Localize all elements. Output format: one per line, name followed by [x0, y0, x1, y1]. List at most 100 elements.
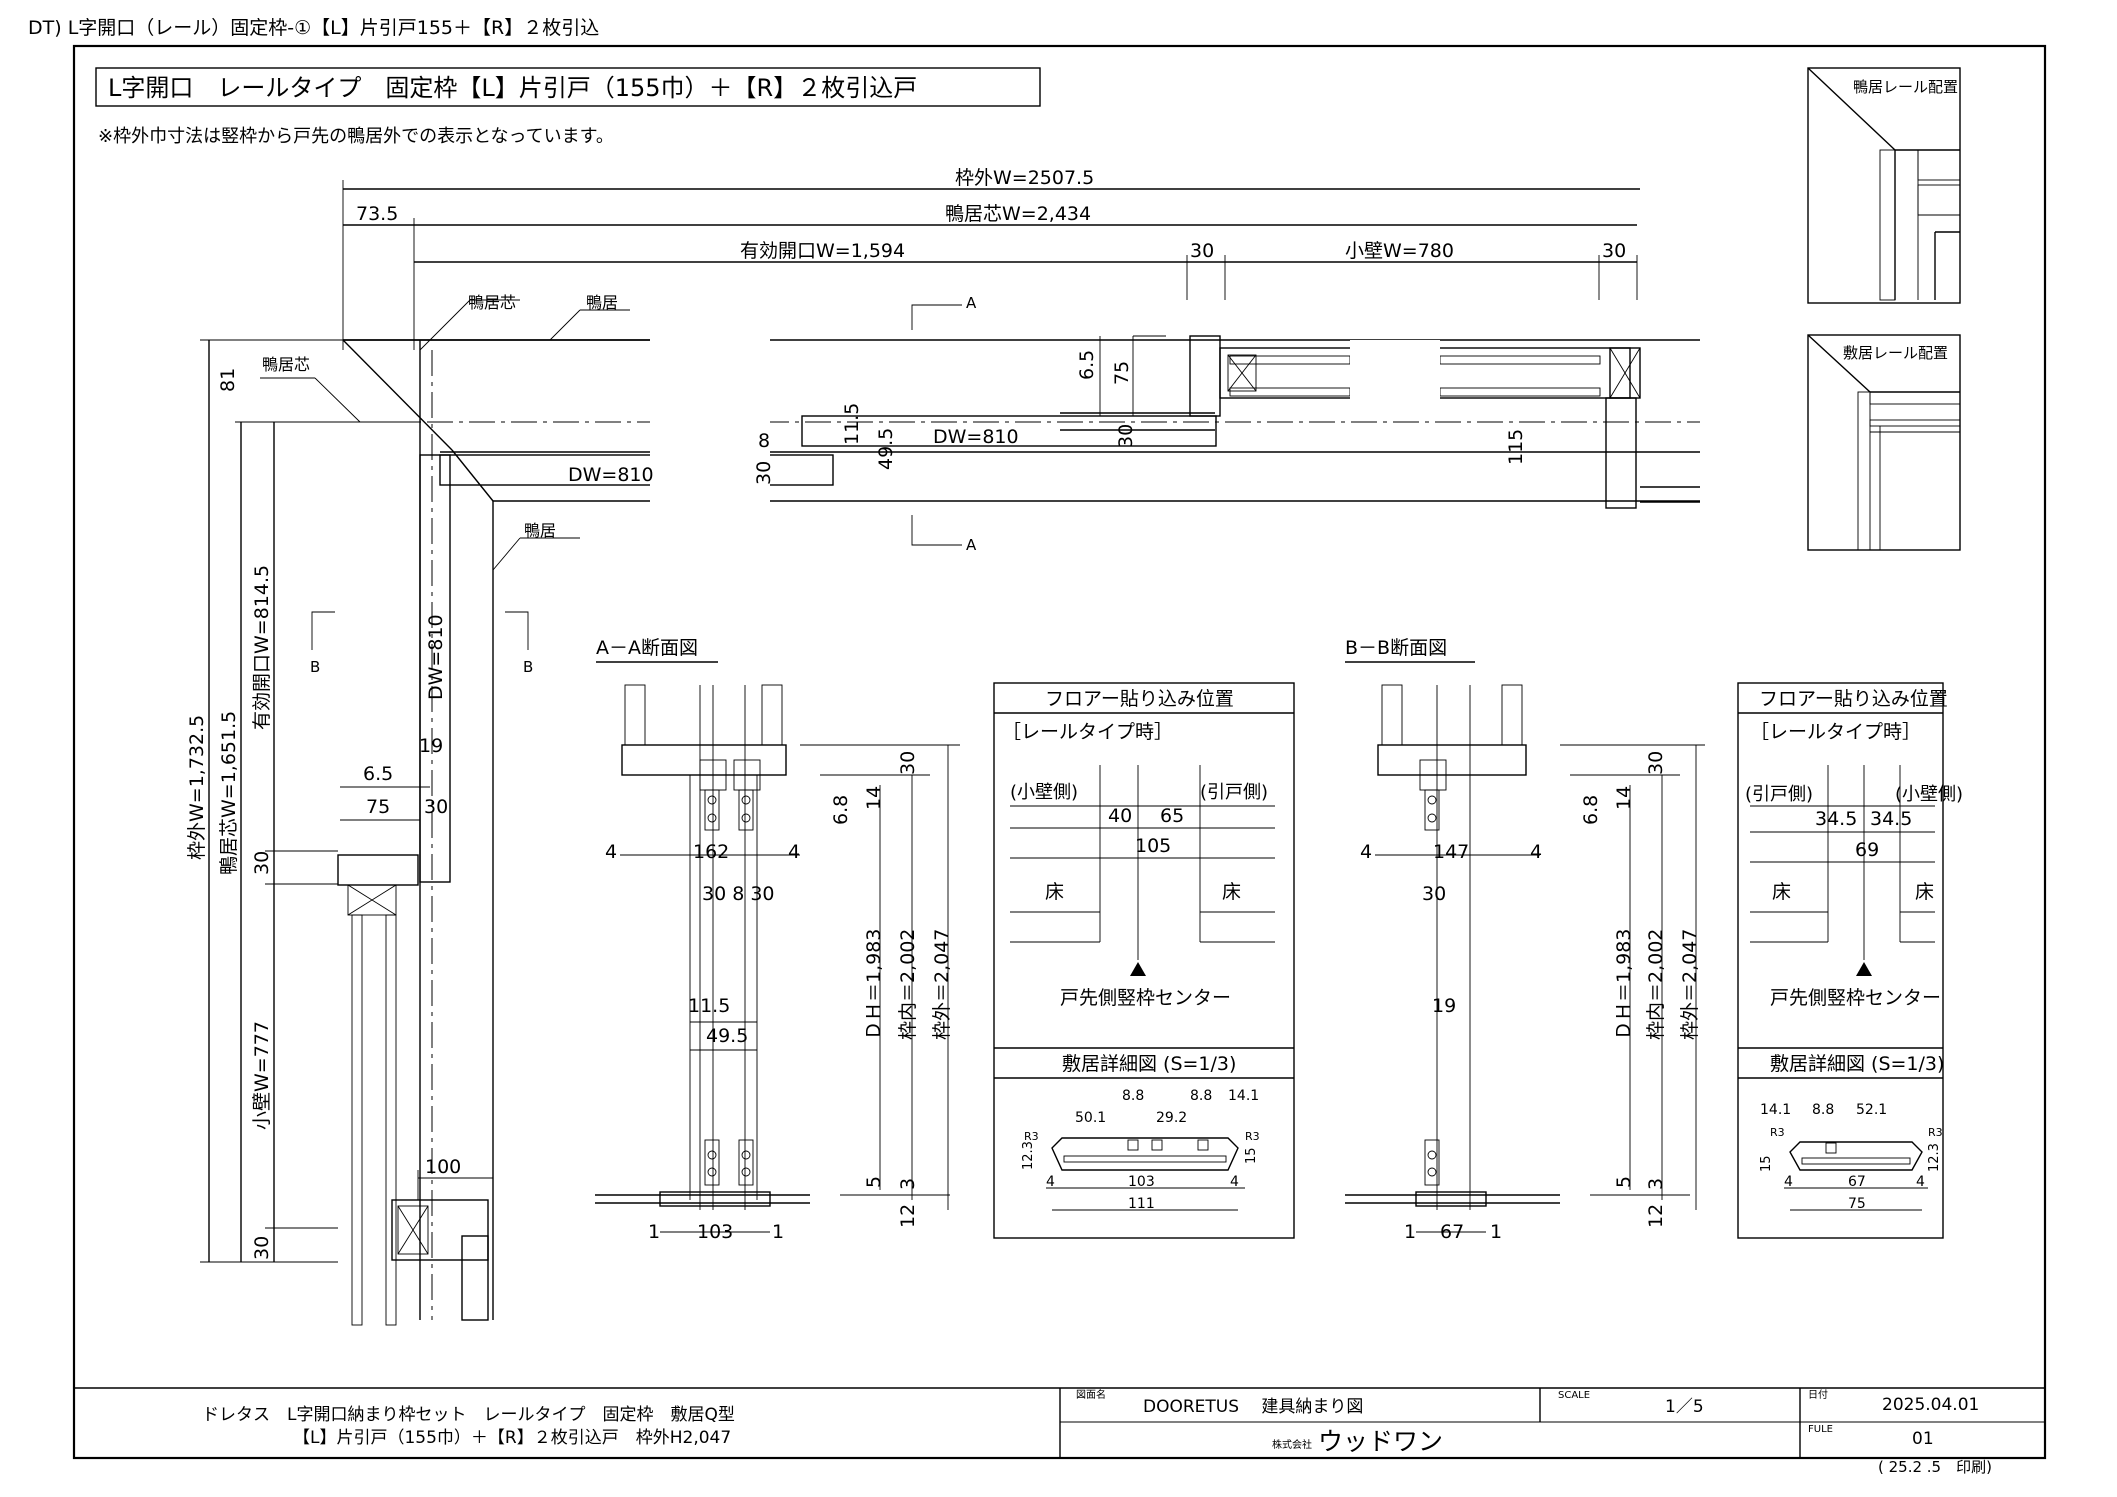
fb2-dim-a: 34.5 — [1815, 808, 1857, 830]
label-kamoi-shin-2: 鴨居芯 — [262, 355, 310, 374]
fb1-dt-15: 15 — [1244, 1147, 1259, 1164]
fb1-left-side: (小壁側) — [1010, 782, 1078, 803]
fb2-floor-right: 床 — [1915, 881, 1934, 903]
bb-dim-outer: 枠外＝2,047 — [1679, 929, 1701, 1040]
section-aa-title: A－A断面図 — [596, 637, 698, 659]
fb1-subtitle: ［レールタイプ時］ — [1002, 721, 1173, 743]
section-mark-a-bottom: A — [966, 536, 977, 554]
dim-v-30-c: 30 — [424, 796, 448, 818]
tb-company-prefix: 株式会社 — [1272, 1438, 1312, 1451]
tb-drawing-name-label: 図面名 — [1076, 1388, 1106, 1401]
title-block: ドレタス L字開口納まり枠セット レールタイプ 固定枠 敷居Q型 【L】片引戸（… — [74, 1387, 2045, 1476]
dim-effective-w: 有効開口W=1,594 — [740, 240, 905, 262]
aa-dim-4-right: 4 — [788, 841, 800, 863]
dim-v-6-5: 6.5 — [363, 763, 393, 785]
fb1-dim-b: 65 — [1160, 805, 1184, 827]
dim-v-dw: DW=810 — [425, 614, 447, 700]
aa-dim-12: 12 — [897, 1204, 919, 1228]
section-bb-title: B－B断面図 — [1345, 637, 1447, 659]
fb1-dt-103: 103 — [1128, 1174, 1155, 1190]
dim-offset-73-5: 73.5 — [356, 203, 398, 225]
aa-dim-103: 103 — [697, 1221, 733, 1243]
fb2-dt-r3a: R3 — [1770, 1126, 1785, 1139]
fb2-right-side: (小壁側) — [1895, 784, 1963, 805]
aa-dim-1-left: 1 — [648, 1221, 660, 1243]
fb1-dt-4a: 4 — [1046, 1174, 1055, 1190]
dim-v-frame-outer: 枠外W=1,732.5 — [186, 715, 208, 860]
sheet-border — [72, 44, 2047, 1460]
label-kamoi-shin: 鴨居芯 — [468, 293, 516, 312]
bb-dim-12: 12 — [1645, 1204, 1667, 1228]
dim-11-5: 11.5 — [841, 403, 863, 445]
fb2-subtitle: ［レールタイプ時］ — [1750, 721, 1921, 743]
bb-dim-147: 147 — [1433, 841, 1469, 863]
dim-v-30-b: 30 — [251, 1236, 273, 1260]
fb2-dt-75: 75 — [1848, 1196, 1866, 1212]
section-mark-b-right: B — [523, 658, 533, 676]
fb1-floor-right: 床 — [1222, 881, 1241, 903]
fb1-dt-14-1: 14.1 — [1228, 1088, 1259, 1104]
aa-dim-outer: 枠外＝2,047 — [931, 929, 953, 1040]
bb-dim-30b: 30 — [1645, 751, 1667, 775]
fb1-dt-8-8b: 8.8 — [1190, 1088, 1212, 1104]
fb2-dt-67: 67 — [1848, 1174, 1866, 1190]
fb2-dt-14-1: 14.1 — [1760, 1102, 1791, 1118]
inset-rail-top-label: 鴨居レール配置 — [1853, 78, 1958, 96]
fb1-dt-12-3: 12.3 — [1021, 1141, 1036, 1170]
dim-v-100: 100 — [425, 1156, 461, 1178]
tb-company: ウッドワン — [1318, 1427, 1443, 1456]
aa-dim-dh: ＤＨ＝1,983 — [863, 929, 885, 1040]
aa-dim-11-5: 11.5 — [688, 995, 730, 1017]
label-kamoi-2: 鴨居 — [524, 521, 556, 540]
section-mark-a-top: A — [966, 294, 977, 312]
fb1-right-side: (引戸側) — [1200, 782, 1268, 803]
tb-file: 01 — [1912, 1429, 1934, 1449]
tb-desc-line2: 【L】片引戸（155巾）＋【R】２枚引込戸 枠外H2,047 — [293, 1428, 731, 1448]
fb2-dt-15: 15 — [1759, 1155, 1774, 1172]
bb-dim-19: 19 — [1432, 995, 1456, 1017]
fb2-center: 戸先側竪枠センター — [1770, 987, 1941, 1009]
drawing-title: L字開口 レールタイプ 固定枠【L】片引戸（155巾）＋【R】２枚引込戸 — [108, 74, 917, 102]
aa-dim-4-left: 4 — [605, 841, 617, 863]
fb1-dt-29-2: 29.2 — [1156, 1110, 1187, 1126]
fb1-dt-50-1: 50.1 — [1075, 1110, 1106, 1126]
sheet-header: DT) L字開口（レール）固定枠-①【L】片引戸155＋【R】２枚引込 — [28, 17, 599, 39]
tb-scale-label: SCALE — [1558, 1390, 1590, 1401]
dim-30-a: 30 — [1190, 240, 1214, 262]
fb2-left-side: (引戸側) — [1745, 784, 1813, 805]
bb-dim-67: 67 — [1440, 1221, 1464, 1243]
dim-v-effective: 有効開口W=814.5 — [251, 565, 273, 730]
dim-dw-upper: DW=810 — [933, 426, 1019, 448]
floor-box-1: フロアー貼り込み位置 ［レールタイプ時］ (小壁側) (引戸側) 40 65 1… — [993, 682, 1295, 1239]
bb-dim-3: 3 — [1645, 1178, 1667, 1190]
label-kamoi: 鴨居 — [586, 293, 618, 312]
aa-dim-1-right: 1 — [772, 1221, 784, 1243]
bb-dim-4-left: 4 — [1360, 841, 1372, 863]
aa-dim-49-5: 49.5 — [706, 1025, 748, 1047]
dim-kamoi-center-w: 鴨居芯W=2,434 — [945, 203, 1091, 225]
fb1-dt-111: 111 — [1128, 1196, 1155, 1212]
fb2-dt-4b: 4 — [1916, 1174, 1925, 1190]
tb-desc-line1: ドレタス L字開口納まり枠セット レールタイプ 固定枠 敷居Q型 — [202, 1405, 735, 1425]
inset-rail-bottom-label: 敷居レール配置 — [1843, 344, 1948, 362]
floor-box-2: フロアー貼り込み位置 ［レールタイプ時］ (引戸側) (小壁側) 34.5 34… — [1737, 682, 1963, 1239]
bb-dim-dh: ＤＨ＝1,983 — [1613, 929, 1635, 1040]
dim-30-d: 30 — [1115, 424, 1137, 448]
fb1-dt-r3b: R3 — [1245, 1130, 1260, 1143]
tb-print-note: ( 25.2 .5 印刷) — [1878, 1458, 1992, 1476]
bb-dim-4-right: 4 — [1530, 841, 1542, 863]
dim-115: 115 — [1505, 429, 1527, 465]
fb2-dt-12-3: 12.3 — [1927, 1143, 1942, 1172]
dim-81: 81 — [217, 368, 239, 392]
dim-30-b: 30 — [1602, 240, 1626, 262]
fb2-dt-r3b: R3 — [1928, 1126, 1943, 1139]
fb1-floor-left: 床 — [1045, 881, 1064, 903]
aa-dim-30-8-30: 30 8 30 — [702, 883, 775, 905]
fb1-dim-a: 40 — [1108, 805, 1132, 827]
aa-dim-162: 162 — [693, 841, 729, 863]
aa-dim-6-8: 6.8 — [830, 795, 852, 825]
dim-v-19: 19 — [419, 735, 443, 757]
fb2-dt-4a: 4 — [1784, 1174, 1793, 1190]
tb-date-label: 日付 — [1808, 1388, 1828, 1401]
